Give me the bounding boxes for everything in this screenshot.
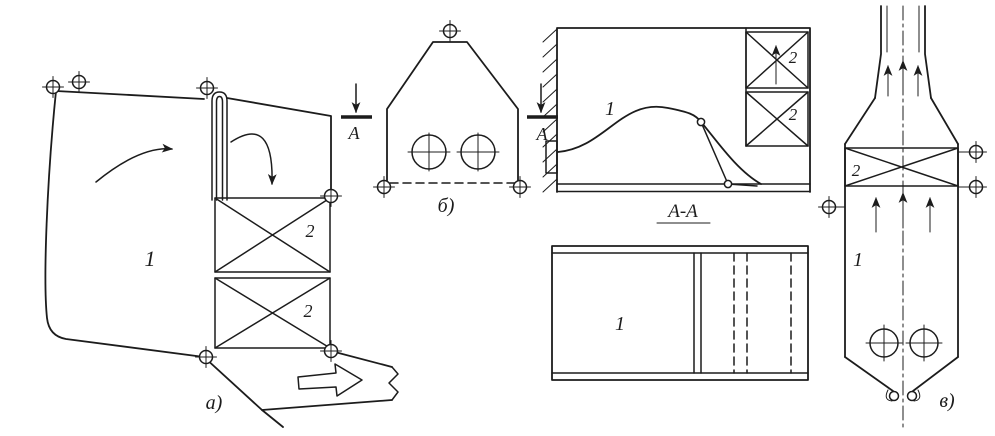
section-cut-marker-left: А — [341, 83, 372, 143]
support-pivot-icon — [372, 175, 396, 199]
heater-2-label-top: 2 — [306, 221, 315, 241]
cut-label-left: А — [348, 123, 361, 143]
heater-box-bottom — [214, 277, 331, 349]
heater-box-top — [745, 31, 809, 89]
figure-v-caption: в) — [939, 390, 955, 412]
outlet-duct — [874, 5, 932, 99]
zone-1-label: 1 — [605, 98, 615, 120]
figure-b: А А б) — [341, 19, 558, 217]
drain-seal-tails — [885, 389, 921, 402]
support-pivot-icon — [67, 70, 91, 94]
figure-aa-side: 1 2 2 А-А — [542, 27, 811, 224]
drum-crosshairs — [865, 324, 943, 362]
heater-box — [844, 147, 959, 187]
section-title: А-А — [666, 201, 698, 222]
support-pivot-icon — [319, 184, 343, 208]
drain-seal-loop — [888, 390, 900, 402]
casing-outline — [386, 41, 519, 184]
drain-seal-loop — [906, 390, 918, 402]
heater-frame — [745, 91, 809, 147]
figure-v: 2 1 в) — [817, 5, 988, 431]
plan-outline — [551, 245, 809, 381]
platen-tubes — [211, 91, 228, 201]
support-pivot-icon — [964, 175, 988, 199]
support-pivot-icon — [195, 76, 219, 100]
cut-label-right: А — [536, 124, 549, 144]
flow-arrow-icon — [230, 133, 277, 186]
exit-duct — [261, 350, 393, 411]
furnace-outline — [44, 90, 205, 358]
heater-frame — [214, 277, 331, 349]
figure-b-caption: б) — [438, 195, 455, 217]
wall-hatching — [542, 28, 558, 193]
hopper — [844, 356, 959, 392]
heater-cross — [214, 197, 331, 273]
exit-flow-arrow-icon — [297, 363, 363, 397]
heater-cross — [745, 31, 809, 89]
pivot-joint — [696, 117, 706, 127]
support-pivot-icon — [508, 175, 532, 199]
outlet-duct-inner-walls — [886, 5, 920, 53]
support-pivot-icon — [817, 195, 841, 219]
expansion-cone — [844, 97, 959, 145]
heater-2-label: 2 — [852, 161, 861, 180]
heater-cross — [844, 147, 959, 187]
hidden-partition-lines — [733, 252, 792, 374]
floor-lines — [556, 183, 811, 193]
gas-path-curve — [557, 105, 762, 185]
drum-crosshairs — [407, 132, 500, 172]
heater-box-bottom — [745, 91, 809, 147]
casing-outline — [556, 27, 811, 193]
heater-2-label-bottom: 2 — [304, 301, 313, 321]
zone-1-label: 1 — [615, 313, 625, 335]
figure-aa-plan: 1 — [551, 245, 809, 381]
plan-inner-bands — [551, 252, 809, 374]
linkage-rod — [700, 121, 758, 187]
figure-a-caption: а) — [206, 392, 223, 414]
pivot-joint — [723, 179, 733, 189]
heater-cross — [214, 277, 331, 349]
heater-cross — [745, 91, 809, 147]
heater-2-label-top: 2 — [789, 48, 798, 67]
damper-linkage — [696, 117, 758, 189]
break-line — [388, 366, 399, 401]
flow-arrow-icon — [95, 143, 174, 183]
zone-1-label: 1 — [853, 249, 863, 271]
heater-box-top — [214, 197, 331, 273]
drain-seals — [885, 389, 921, 402]
heater-frame — [214, 197, 331, 273]
support-pivot-icon — [438, 19, 462, 43]
casing-right-top — [226, 97, 332, 193]
heater-frame — [745, 31, 809, 89]
support-pivot-icon — [41, 75, 65, 99]
figure-a: 1 2 2 а) — [41, 70, 399, 428]
support-pivot-icon — [964, 140, 988, 164]
heater-frame — [844, 147, 959, 187]
partition-lines — [693, 252, 702, 374]
heater-2-label-bottom: 2 — [789, 105, 798, 124]
zone-1-label: 1 — [145, 246, 156, 271]
burner-port — [545, 140, 558, 174]
